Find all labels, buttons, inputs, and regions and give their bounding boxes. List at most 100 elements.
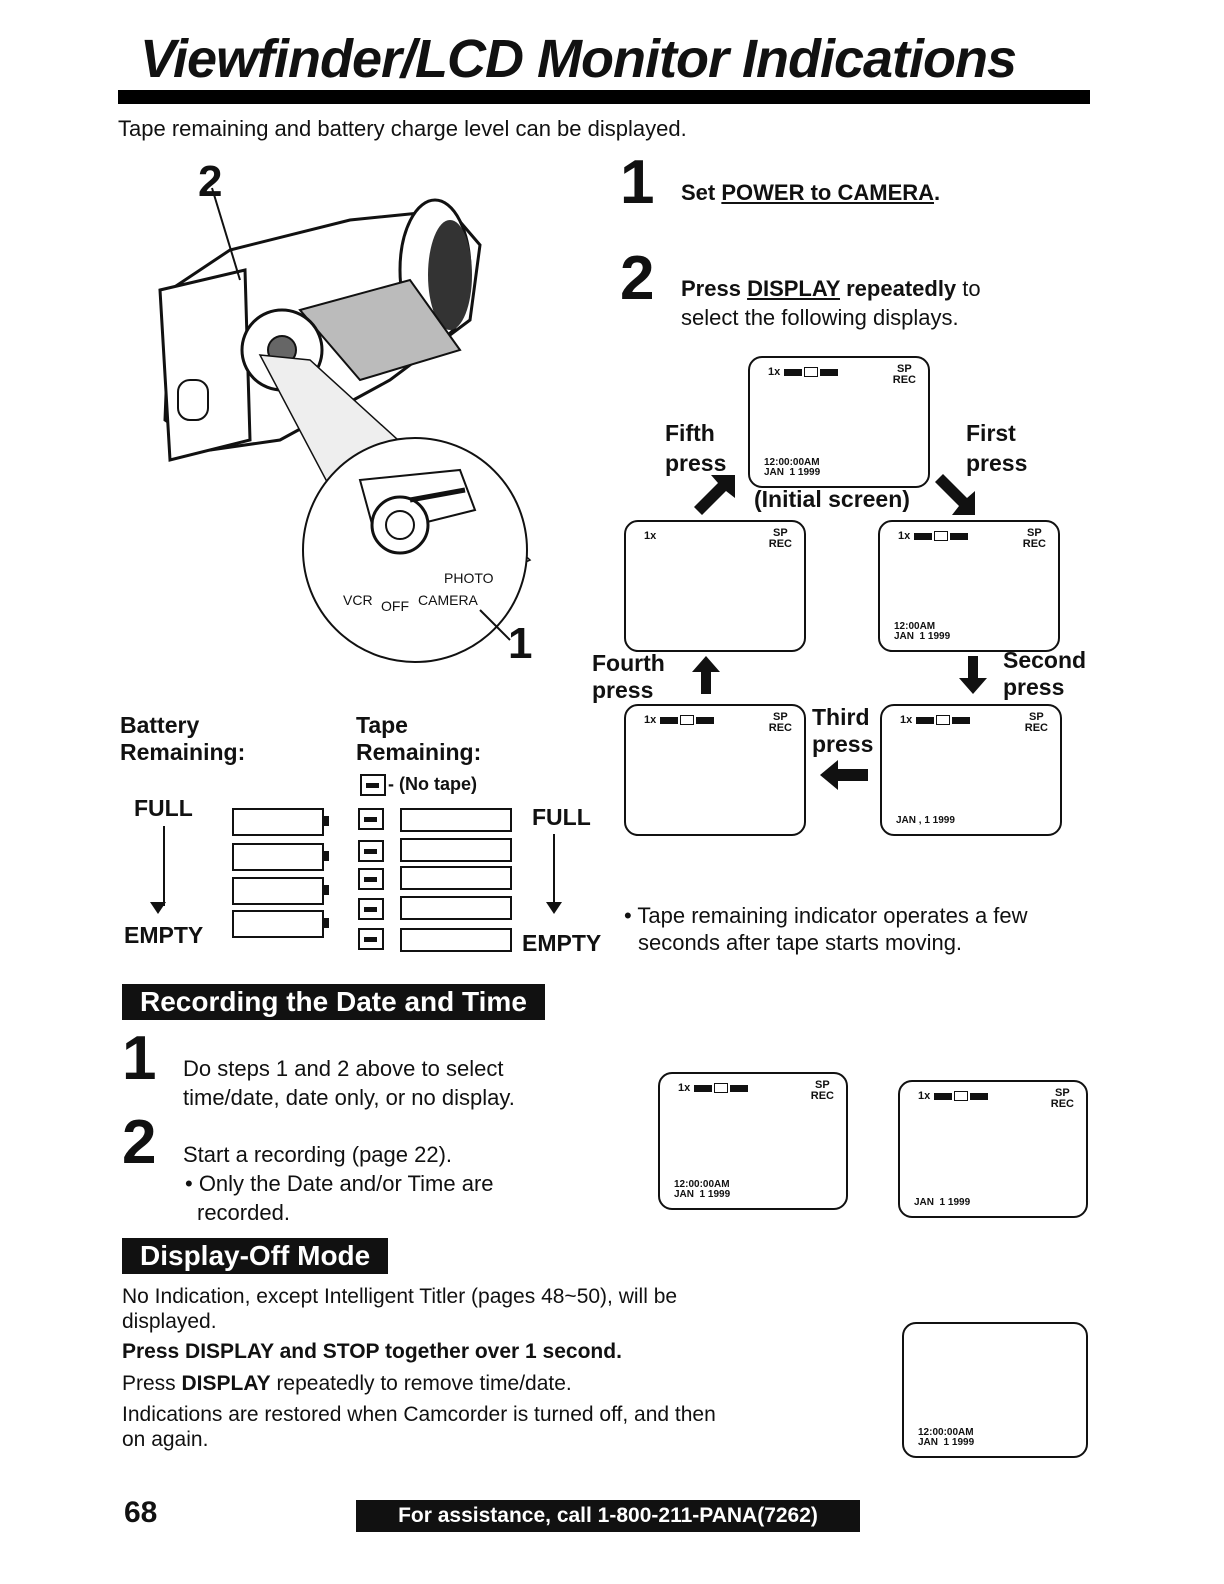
time-label: 12:00AM bbox=[894, 621, 936, 632]
fourth-press-arrow-icon bbox=[692, 656, 720, 672]
rec-label: REC bbox=[810, 1090, 834, 1102]
remaining-word: Remaining: bbox=[120, 739, 246, 765]
battery-icon bbox=[916, 716, 935, 724]
battery-down-arrow-icon bbox=[150, 902, 166, 914]
date-label: JAN 1 1999 bbox=[674, 1189, 731, 1200]
display-off-p4: Indications are restored when Camcorder … bbox=[122, 1402, 716, 1452]
illustration-callout-1: 1 bbox=[508, 619, 533, 668]
display-off-p3: Press DISPLAY repeatedly to remove time/… bbox=[122, 1371, 572, 1396]
assistance-banner: For assistance, call 1-800-211-PANA(7262… bbox=[356, 1500, 860, 1532]
title-rule bbox=[118, 90, 1090, 104]
step-1-suffix: . bbox=[934, 180, 941, 205]
battery-icon bbox=[694, 1084, 713, 1092]
step-2-display: DISPLAY bbox=[747, 276, 840, 301]
tape-note: • Tape remaining indicator operates a fe… bbox=[624, 902, 1028, 956]
battery-level-2 bbox=[232, 877, 329, 905]
rec-step-1-line1: Do steps 1 and 2 above to select bbox=[183, 1056, 504, 1081]
first-press-word: First bbox=[966, 420, 1016, 446]
tape-empty-label: EMPTY bbox=[522, 930, 602, 956]
sp-label: SP bbox=[1055, 1087, 1070, 1099]
second-press-press: press bbox=[1003, 674, 1065, 700]
battery-icon bbox=[660, 716, 679, 724]
tape-full-label: FULL bbox=[532, 804, 591, 830]
time-label: 12:00:00AM bbox=[918, 1427, 974, 1438]
screen-third-top: 1x bbox=[644, 714, 715, 726]
tape-bar-icon bbox=[970, 1092, 989, 1100]
second-press-word: Second bbox=[1003, 647, 1087, 673]
step-2-to: to bbox=[956, 276, 981, 301]
step-1-prefix: Set bbox=[681, 180, 722, 205]
battery-full-empty-line bbox=[163, 826, 165, 906]
switch-label-off: OFF bbox=[381, 598, 409, 614]
zoom-indicator: 1x bbox=[644, 714, 657, 726]
sp-label: SP bbox=[815, 1079, 830, 1091]
zoom-indicator: 1x bbox=[918, 1090, 931, 1102]
step-2-number: 2 bbox=[620, 244, 655, 313]
zoom-indicator: 1x bbox=[898, 530, 911, 542]
section-heading-display-off: Display-Off Mode bbox=[122, 1238, 389, 1274]
illustration-callout-2: 2 bbox=[198, 157, 223, 206]
battery-icon bbox=[934, 1092, 953, 1100]
fifth-press-arrow-icon bbox=[694, 475, 735, 515]
battery-empty-label: EMPTY bbox=[124, 922, 204, 948]
sp-label: SP bbox=[773, 711, 788, 723]
fourth-press-press: press bbox=[592, 677, 654, 703]
fifth-press-press: press bbox=[665, 450, 727, 476]
rec-label: REC bbox=[1050, 1098, 1074, 1110]
display-off-p3-rest: repeatedly to remove time/date. bbox=[270, 1372, 572, 1395]
step-2-text: Press DISPLAY repeatedly to select the f… bbox=[681, 274, 981, 332]
step-1-number: 1 bbox=[620, 148, 655, 217]
date-label: JAN 1 1999 bbox=[764, 467, 821, 478]
no-tape-label: - (No tape) bbox=[388, 774, 477, 794]
zoom-indicator: 1x bbox=[768, 366, 781, 378]
battery-level-full bbox=[232, 808, 329, 836]
tape-icon-3 bbox=[358, 840, 384, 862]
tape-level-2 bbox=[400, 866, 512, 890]
fourth-press-arrow-stem bbox=[701, 672, 711, 694]
battery-word: Battery bbox=[120, 712, 200, 738]
tape-icon-empty bbox=[358, 928, 384, 950]
tape-note-line1: • Tape remaining indicator operates a fe… bbox=[624, 903, 1028, 928]
rec-step-2-bullet-cont: recorded. bbox=[197, 1200, 290, 1225]
rec-label: REC bbox=[768, 538, 792, 550]
remaining-word: Remaining: bbox=[356, 739, 482, 765]
step-2-press: Press bbox=[681, 276, 748, 301]
tape-bar-icon bbox=[820, 368, 839, 376]
camcorder-illustration bbox=[150, 150, 600, 680]
tape-icon-2 bbox=[358, 868, 384, 890]
display-off-p4-line1: Indications are restored when Camcorder … bbox=[122, 1403, 716, 1426]
step-2-line2: select the following displays. bbox=[681, 305, 959, 330]
time-label: 12:00:00AM bbox=[674, 1179, 730, 1190]
sp-label: SP bbox=[773, 527, 788, 539]
rec-label: REC bbox=[1024, 722, 1048, 734]
battery-level-empty bbox=[232, 910, 329, 938]
third-press-word: Third bbox=[812, 704, 870, 730]
rec-step-1-number: 1 bbox=[122, 1024, 157, 1093]
zoom-indicator: 1x bbox=[678, 1082, 691, 1094]
switch-label-photo: PHOTO bbox=[444, 570, 494, 586]
tape-level-full bbox=[400, 808, 512, 832]
rec-label: REC bbox=[892, 374, 916, 386]
rec-step-2-number: 2 bbox=[122, 1108, 157, 1177]
rec-step-2-bullet: • Only the Date and/or Time are bbox=[185, 1171, 494, 1196]
date-label: JAN 1 1999 bbox=[918, 1437, 975, 1448]
display-off-p1-line2: displayed. bbox=[122, 1310, 217, 1333]
display-off-p1: No Indication, except Intelligent Titler… bbox=[122, 1284, 677, 1334]
page-number: 68 bbox=[124, 1496, 158, 1529]
second-press-arrow-icon bbox=[959, 678, 987, 694]
